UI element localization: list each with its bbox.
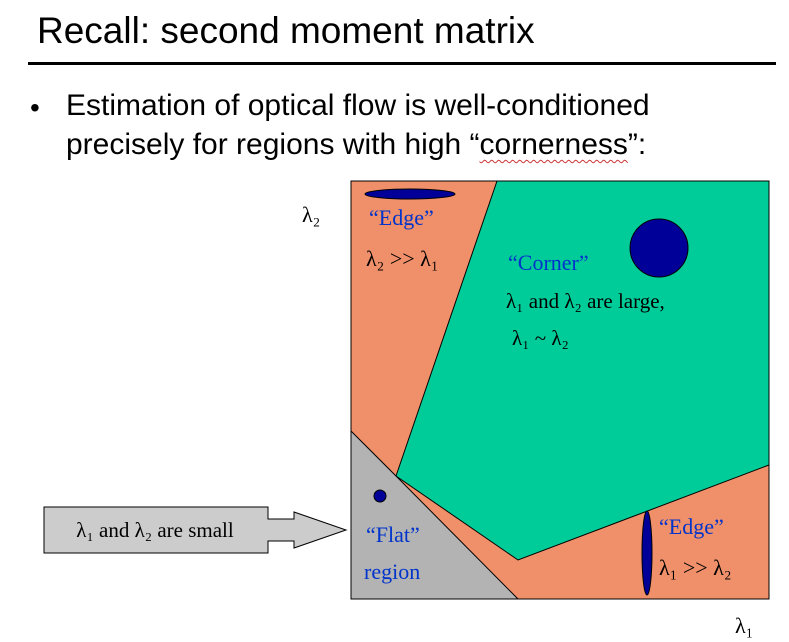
corner-title: “Corner” bbox=[508, 250, 589, 275]
region-boundary-bottom bbox=[395, 464, 770, 561]
bullet-prefix: Estimation of optical flow is well-condi… bbox=[66, 89, 650, 161]
edge-top-relation: λ₂ >> λ₁ bbox=[366, 246, 439, 271]
x-axis-label: λ₁ bbox=[735, 613, 753, 638]
flat-title: “Flat” bbox=[366, 522, 420, 547]
flat-subtitle: region bbox=[364, 559, 420, 584]
corner-region bbox=[396, 181, 769, 560]
callout-text: λ₁ and λ₂ are small bbox=[76, 518, 234, 542]
corner-line2: λ₁ ~ λ₂ bbox=[512, 326, 569, 350]
bullet-emphasis: cornerness bbox=[479, 128, 628, 161]
vertical-ellipse-icon bbox=[641, 510, 653, 596]
bullet-text: Estimation of optical flow is well-condi… bbox=[66, 86, 766, 164]
diagram-frame bbox=[350, 180, 770, 600]
callout-arrow bbox=[43, 506, 348, 554]
edge-right-title: “Edge” bbox=[659, 514, 724, 539]
bullet-marker: • bbox=[30, 92, 40, 123]
small-circle-icon bbox=[373, 489, 387, 503]
horizontal-ellipse-icon bbox=[364, 188, 456, 200]
edge-right-relation: λ₁ >> λ₂ bbox=[659, 555, 732, 580]
bullet-suffix: ”: bbox=[627, 128, 647, 161]
title-rule bbox=[28, 62, 776, 65]
large-circle-icon bbox=[629, 218, 689, 278]
y-axis-label: λ₂ bbox=[302, 202, 320, 227]
flat-boundary bbox=[350, 430, 397, 477]
slide-title: Recall: second moment matrix bbox=[37, 10, 535, 51]
corner-line1: λ₁ and λ₂ are large, bbox=[506, 289, 665, 313]
edge-top-title: “Edge” bbox=[369, 205, 434, 230]
